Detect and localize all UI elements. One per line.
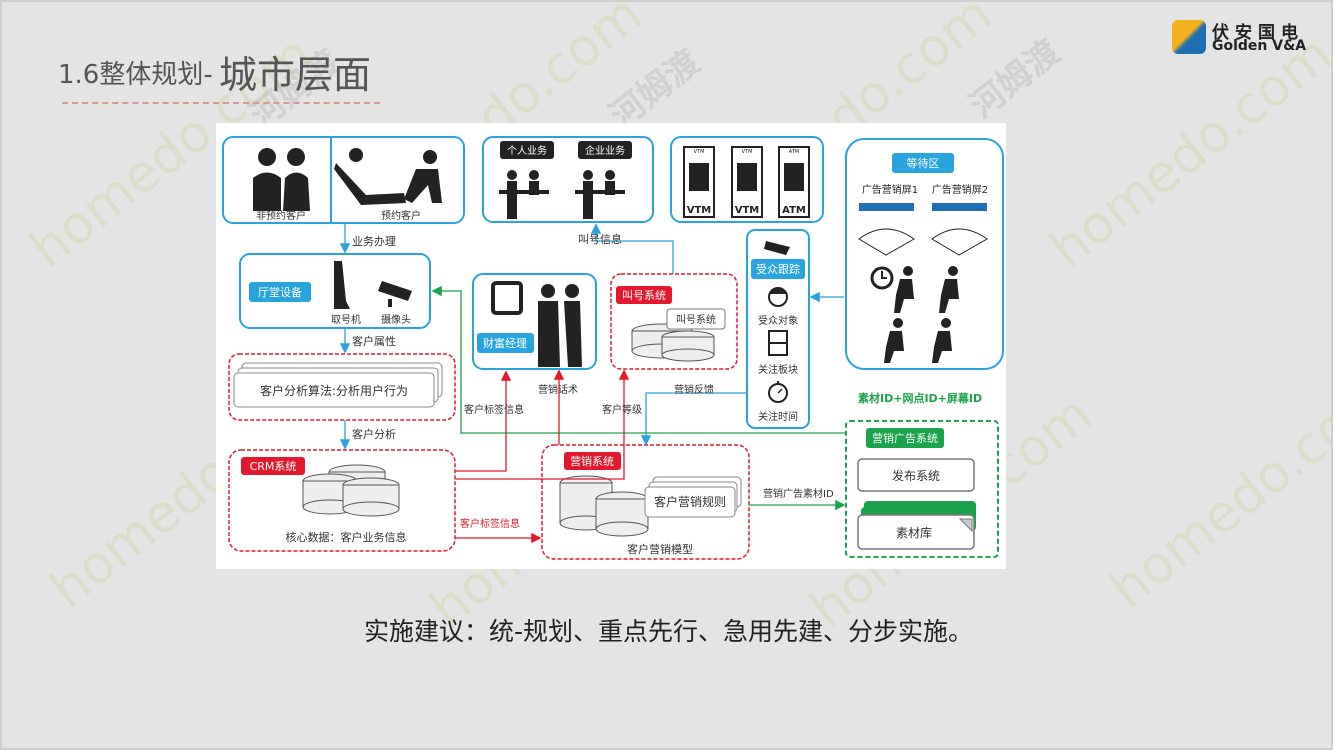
ad-screen-2-label: 广告营销屏2	[932, 183, 988, 196]
call-system-box: 叫号系统 叫号系统	[610, 273, 738, 370]
clock-icon	[870, 266, 894, 290]
customer-tag-info-red-label: 客户标签信息	[460, 517, 520, 530]
camera-label: 摄像头	[381, 313, 411, 326]
watermark: homedo.com	[1039, 24, 1333, 280]
material-library-label: 素材库	[896, 525, 932, 540]
audience-object-label: 受众对象	[758, 314, 798, 327]
waiting-area-title: 等待区	[907, 156, 940, 170]
non-reserved-label: 非预约客户	[256, 209, 306, 222]
crm-box: CRM系统 核心数据：客户业务信息	[228, 449, 456, 552]
advisor-people-icon	[538, 284, 582, 367]
camera-icon	[378, 281, 412, 307]
audience-tracking-title: 受众跟踪	[756, 262, 800, 276]
logo-en: Golden V&A	[1212, 38, 1307, 54]
focus-time-label: 关注时间	[758, 410, 798, 423]
customer-tag-info-label: 客户标签信息	[464, 403, 524, 416]
crm-title: CRM系统	[250, 460, 297, 473]
vtm-icon: VTM VTM	[731, 146, 763, 218]
marketing-system-title: 营销系统	[570, 454, 614, 468]
call-system-title: 叫号系统	[622, 289, 666, 302]
vtm-icon: VTM VTM	[683, 146, 715, 218]
person-face-icon	[768, 287, 788, 307]
machine-top-label: VTM	[742, 149, 753, 155]
wealth-manager-title: 财富经理	[483, 336, 527, 350]
hall-equipment-title: 厅堂设备	[258, 285, 302, 299]
kiosk-icon	[334, 261, 350, 309]
stopwatch-icon	[768, 381, 788, 403]
logo-cn: 伏安国电	[1212, 23, 1304, 43]
call-system-inner-label: 叫号系统	[676, 313, 716, 326]
film-icon	[768, 330, 788, 356]
counter-staff-icon	[499, 170, 625, 219]
database-icon	[302, 464, 400, 517]
watermark-cn: 河姆渡	[962, 32, 1068, 127]
analysis-algorithm-label: 客户分析算法:分析用户行为	[260, 383, 408, 398]
crm-core-data-label: 核心数据：客户业务信息	[286, 530, 407, 544]
connectors	[339, 223, 846, 544]
marketing-rules-label: 客户营销规则	[654, 494, 726, 509]
reserved-label: 预约客户	[381, 209, 421, 222]
wealth-manager-box: 财富经理	[472, 273, 597, 370]
ad-material-id-label: 营销广告素材ID	[763, 487, 834, 500]
marketing-script-label: 营销话术	[538, 383, 578, 396]
architecture-diagram: 非预约客户 预约客户 个人业务 企业业务	[216, 123, 1006, 569]
database-icon	[631, 323, 715, 362]
camera-icon	[764, 241, 790, 255]
personal-business-label: 个人业务	[507, 144, 547, 157]
audience-tracking-box: 受众跟踪 受众对象 关注板块 关注时间	[746, 229, 810, 429]
diagram-svg: 非预约客户 预约客户 个人业务 企业业务	[222, 136, 1004, 560]
machines-box: VTM VTM VTM VTM ATM ATM	[670, 136, 824, 223]
machine-top-label: VTM	[694, 149, 705, 155]
machine-label: ATM	[782, 205, 806, 216]
ad-screen-1-icon	[859, 203, 914, 211]
people-icon	[253, 148, 310, 211]
watermark-cn: 河姆渡	[602, 42, 708, 137]
publish-system-label: 发布系统	[892, 468, 940, 483]
logo-mark-icon	[1172, 20, 1206, 54]
marketing-feedback-label: 营销反馈	[674, 383, 714, 396]
material-ids-label: 素材ID+网点ID+屏幕ID	[858, 391, 982, 405]
business-handling-label: 业务办理	[352, 235, 396, 248]
analysis-box: 客户分析算法:分析用户行为	[228, 353, 456, 421]
machine-label: VTM	[687, 205, 712, 216]
title-underline	[62, 102, 380, 104]
company-logo: 伏安国电 Golden V&A	[1172, 18, 1322, 58]
machine-top-label: ATM	[789, 149, 799, 155]
ad-system-box: 营销广告系统 发布系统 素材库	[845, 420, 999, 558]
implementation-suggestion: 实施建议：统-规划、重点先行、急用先建、分步实施。	[363, 617, 974, 646]
ad-screen-1-label: 广告营销屏1	[862, 183, 918, 196]
customers-box: 非预约客户 预约客户	[222, 136, 465, 224]
ad-system-title: 营销广告系统	[872, 431, 938, 445]
kiosk-label: 取号机	[331, 313, 361, 326]
hall-equipment-box: 厅堂设备 取号机 摄像头	[239, 253, 431, 329]
watermark: homedo.com	[1099, 364, 1333, 620]
waiting-area-box: 等待区 广告营销屏1 广告营销屏2	[845, 138, 1004, 370]
ad-screen-2-icon	[932, 203, 987, 211]
customer-level-label: 客户等级	[602, 403, 642, 416]
marketing-model-label: 客户营销模型	[627, 542, 693, 556]
atm-icon: ATM ATM	[778, 146, 810, 218]
seated-people-icon	[334, 148, 442, 205]
corporate-business-label: 企业业务	[585, 144, 625, 157]
page-title: 城市层面	[219, 53, 372, 97]
tablet-icon	[491, 281, 523, 315]
waiting-people-icon	[884, 266, 959, 363]
customer-attribute-label: 客户属性	[352, 334, 396, 348]
counter-box: 个人业务 企业业务	[482, 136, 654, 223]
marketing-system-box: 营销系统 客户营销规则 客户营销模型	[541, 444, 750, 560]
call-info-label: 叫号信息	[578, 232, 622, 246]
title-prefix: 1.6整体规划-	[58, 60, 213, 90]
machine-label: VTM	[735, 205, 760, 216]
customer-analysis-label: 客户分析	[352, 427, 396, 441]
focus-section-label: 关注板块	[758, 363, 798, 376]
